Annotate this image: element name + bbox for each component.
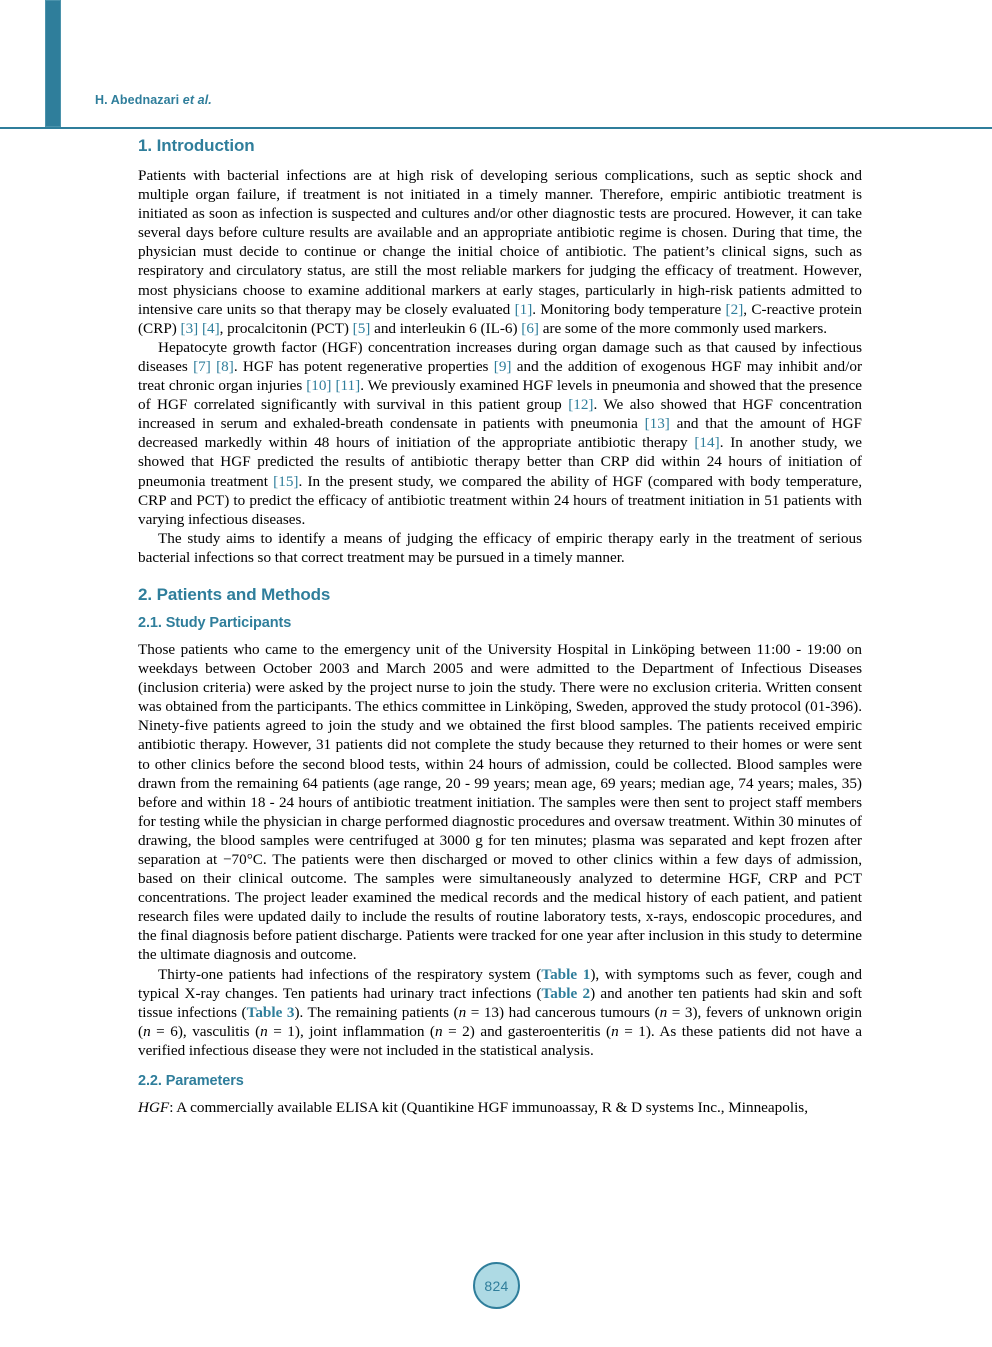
running-head-author: H. Abednazari [95,93,180,107]
header-divider-rule [0,127,992,129]
heading-introduction: 1. Introduction [138,136,255,155]
text-run: Thirty-one patients had infections of th… [158,965,542,983]
text-run: ) and another ten patients had skin and … [138,984,862,1021]
text-run: . We previously examined HGF levels in p… [138,377,863,414]
text-run: . We also showed that HGF concentration … [138,396,862,433]
table-ref-3[interactable]: Table 3 [246,1003,295,1021]
text-run: . In another study, we showed that HGF p… [138,434,862,490]
citation-ref-1[interactable]: [1] [514,300,533,318]
text-run: = 3), fevers of unknown origin ( [138,1003,862,1040]
table-ref-1[interactable]: Table 1 [541,965,591,983]
variable-n: n [458,1003,467,1021]
variable-n: n [435,1022,443,1040]
parameter-label-hgf: HGF [138,1099,170,1117]
text-run: . Monitoring body temperature [532,300,726,318]
section-spacer [138,1060,862,1073]
text-run: = 1), joint inflammation ( [267,1022,435,1040]
citation-ref-5[interactable]: [5] [352,319,371,337]
citation-ref-6[interactable]: [6] [521,319,539,337]
text-run: = 2) and gasteroenteritis ( [442,1022,612,1040]
text-run: and interleukin 6 (IL-6) [370,319,522,337]
text-run: : A commercially available ELISA kit (Qu… [169,1099,808,1117]
text-column: 1. Introduction Patients with bacterial … [138,136,862,1117]
text-run: = 13) had cancerous tumours ( [466,1003,660,1021]
text-run: Hepatocyte growth factor (HGF) concentra… [138,338,862,375]
text-run: . In the present study, we compared the … [138,472,862,528]
text-run: . HGF has potent regenerative properties [233,357,494,375]
text-run: Patients with bacterial infections are a… [138,167,862,318]
text-run: , C-reactive protein (CRP) [138,300,863,337]
paragraph-participants-1: Those patients who came to the emergency… [138,640,862,964]
variable-n: n [611,1022,619,1040]
variable-n: n [659,1003,668,1021]
heading-patients-and-methods: 2. Patients and Methods [138,584,331,604]
citation-ref-8[interactable]: [8] [216,357,234,375]
citation-ref-4[interactable]: [4] [201,319,220,337]
running-head: H. Abednazari et al. [95,93,212,107]
text-run: ), with symptoms such as fever, cough an… [138,965,862,1002]
paragraph-parameters-1: HGF: A commercially available ELISA kit … [138,1098,862,1117]
variable-n: n [260,1022,268,1040]
page-number-badge: 824 [473,1262,520,1309]
text-run: = 6), vasculitis ( [150,1022,261,1040]
page-number-text: 824 [484,1277,509,1294]
paragraph-intro-1: Patients with bacterial infections are a… [138,166,862,338]
citation-ref-15[interactable]: [15] [273,472,299,490]
citation-ref-14[interactable]: [14] [694,434,720,452]
text-run: and that the amount of HGF decreased mar… [138,415,862,452]
text-run: , procalcitonin (PCT) [219,319,353,337]
table-ref-2[interactable]: Table 2 [541,984,591,1002]
text-run: are some of the more commonly used marke… [539,319,828,337]
paragraph-intro-3: The study aims to identify a means of ju… [138,529,862,566]
citation-ref-7[interactable]: [7] [193,357,211,375]
variable-n: n [143,1022,151,1040]
heading-parameters: 2.2. Parameters [138,1073,244,1090]
citation-ref-10[interactable]: [10] [306,377,332,395]
text-run: = 1). As these patients did not have a v… [138,1022,862,1059]
citation-ref-11[interactable]: [11] [335,377,361,395]
running-head-etal: et al. [182,93,212,107]
section-spacer [138,567,862,585]
paragraph-intro-2: Hepatocyte growth factor (HGF) concentra… [138,338,862,529]
left-accent-bar [45,0,61,127]
citation-ref-3[interactable]: [3] [180,319,199,337]
citation-ref-9[interactable]: [9] [493,357,512,375]
text-run: ). The remaining patients ( [294,1003,459,1021]
heading-study-participants: 2.1. Study Participants [138,614,292,631]
citation-ref-12[interactable]: [12] [568,396,594,414]
citation-ref-2[interactable]: [2] [725,300,744,318]
paragraph-participants-2: Thirty-one patients had infections of th… [138,965,862,1060]
citation-ref-13[interactable]: [13] [644,415,670,433]
text-run: and the addition of exogenous HGF may in… [138,357,863,395]
